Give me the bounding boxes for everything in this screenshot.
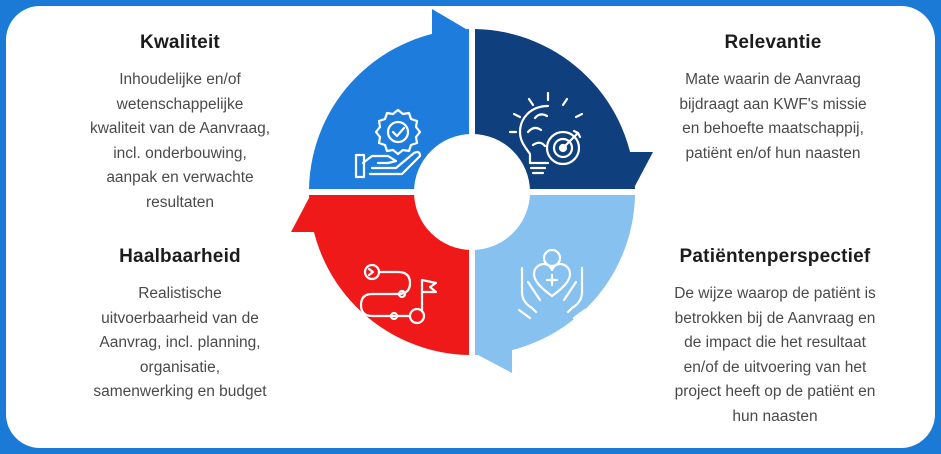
criterion-title: Kwaliteit bbox=[140, 32, 220, 53]
description-line: hun naasten bbox=[732, 407, 818, 425]
segment-kwaliteit bbox=[309, 29, 469, 189]
brain-bulb-target-icon bbox=[508, 91, 584, 175]
criterion-title: Haalbaarheid bbox=[119, 246, 241, 267]
description-line: de impact die het resultaat bbox=[684, 334, 866, 351]
description-line: bijdraagt aan KWF's missie bbox=[679, 95, 867, 113]
description-line: kwaliteit van de Aanvraag, bbox=[89, 120, 271, 137]
hands-heart-person-icon bbox=[517, 248, 587, 320]
criterion-title: Patiëntenperspectief bbox=[679, 246, 871, 267]
arrow-tip-haalbaarheid bbox=[291, 198, 327, 232]
route-flag-icon bbox=[359, 263, 438, 325]
criterion-description: Mate waarin de Aanvraag bijdraagt aan KW… bbox=[648, 68, 898, 166]
segment-haalbaarheid bbox=[309, 195, 469, 355]
description-line: en/of de uitvoering van het bbox=[683, 358, 867, 376]
description-line: patiënt en/of hun naasten bbox=[685, 144, 861, 162]
arrow-tip-relevantie bbox=[615, 152, 653, 186]
description-line: samenwerking en budget bbox=[93, 383, 267, 400]
wheel-center bbox=[414, 134, 530, 250]
description-line: organisatie, bbox=[139, 358, 221, 376]
criterion-description: De wijze waarop de patiënt is betrokken … bbox=[640, 282, 910, 429]
description-line: project heeft op de patiënt en bbox=[674, 383, 876, 400]
arrow-tip-kwaliteit bbox=[432, 9, 466, 47]
description-line: Inhoudelijke en/of bbox=[119, 71, 241, 88]
criterion-relevantie: Relevantie Mate waarin de Aanvraag bijdr… bbox=[648, 32, 898, 166]
quality-badge-hand-icon bbox=[354, 108, 422, 179]
description-line: Realistische bbox=[138, 285, 222, 302]
criterion-description: Inhoudelijke en/of wetenschappelijke kwa… bbox=[55, 68, 305, 215]
description-line: incl. onderbouwing, bbox=[113, 144, 247, 162]
description-line: betrokken bij de Aanvraag en bbox=[674, 309, 876, 327]
description-line: wetenschappelijke bbox=[116, 95, 244, 113]
criterion-patientenperspectief: Patiëntenperspectief De wijze waarop de … bbox=[640, 246, 910, 429]
criterion-kwaliteit: Kwaliteit Inhoudelijke en/of wetenschapp… bbox=[55, 32, 305, 215]
description-line: resultaten bbox=[145, 193, 215, 211]
segment-relevantie bbox=[475, 29, 635, 189]
criterion-description: Realistische uitvoerbaarheid van de Aanv… bbox=[55, 282, 305, 405]
segment-patientenperspectief bbox=[475, 195, 635, 355]
description-line: uitvoerbaarheid van de bbox=[101, 309, 259, 327]
description-line: aanpak en verwachte bbox=[106, 169, 254, 186]
description-line: en behoefte maatschappij, bbox=[682, 120, 864, 137]
description-line: Mate waarin de Aanvraag bbox=[685, 71, 861, 88]
criterion-haalbaarheid: Haalbaarheid Realistische uitvoerbaarhei… bbox=[55, 246, 305, 405]
criterion-title: Relevantie bbox=[724, 32, 822, 53]
arrow-tip-patientenperspectief bbox=[478, 335, 512, 373]
description-line: Aanvrag, incl. planning, bbox=[99, 334, 261, 351]
description-line: De wijze waarop de patiënt is bbox=[674, 285, 876, 302]
